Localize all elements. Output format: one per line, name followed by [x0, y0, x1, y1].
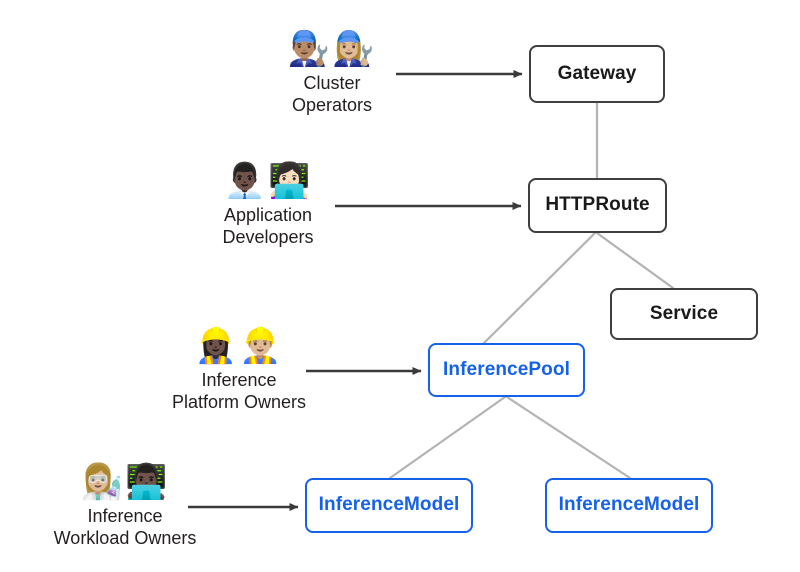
- node-inferencemodel-right-label: InferenceModel: [558, 494, 700, 516]
- node-service-label: Service: [649, 302, 719, 324]
- persona-inference-workload-owners: 👩🏼‍🔬👨🏿‍💻 Inference Workload Owners: [20, 461, 230, 549]
- edge-httproute-inferencepool: [482, 231, 597, 345]
- persona-application-developers-label: Application Developers: [222, 205, 314, 247]
- edge-inferencepool-model-left: [388, 395, 507, 480]
- persona-cluster-operators-label: Cluster Operators: [291, 73, 373, 115]
- node-inferencemodel-left[interactable]: InferenceModel: [305, 478, 473, 533]
- persona-cluster-operators: 👨🏽‍🔧👩🏼‍🔧 Cluster Operators: [227, 28, 437, 116]
- node-gateway[interactable]: Gateway: [529, 45, 665, 103]
- application-developers-emoji-icon: 👨🏿‍💼👩🏻‍💻: [223, 162, 313, 200]
- node-gateway-label: Gateway: [557, 62, 637, 84]
- inference-platform-owners-emoji-icon: 👷🏿‍♀️👷🏼‍♂️: [194, 327, 284, 365]
- persona-inference-platform-owners-label: Inference Platform Owners: [171, 370, 307, 412]
- node-service[interactable]: Service: [610, 288, 758, 340]
- persona-application-developers: 👨🏿‍💼👩🏻‍💻 Application Developers: [163, 160, 373, 248]
- edge-inferencepool-model-right: [505, 395, 632, 480]
- persona-inference-workload-owners-label: Inference Workload Owners: [53, 506, 197, 548]
- edge-httproute-service: [595, 231, 675, 290]
- node-inferencepool-label: InferencePool: [443, 358, 570, 380]
- node-inferencemodel-left-label: InferenceModel: [318, 494, 460, 516]
- node-inferencemodel-right[interactable]: InferenceModel: [545, 478, 713, 533]
- inference-workload-owners-emoji-icon: 👩🏼‍🔬👨🏿‍💻: [80, 463, 170, 501]
- persona-inference-platform-owners: 👷🏿‍♀️👷🏼‍♂️ Inference Platform Owners: [134, 325, 344, 413]
- node-httproute[interactable]: HTTPRoute: [528, 178, 667, 233]
- cluster-operators-emoji-icon: 👨🏽‍🔧👩🏼‍🔧: [287, 30, 377, 68]
- node-inferencepool[interactable]: InferencePool: [428, 343, 585, 397]
- node-httproute-label: HTTPRoute: [545, 194, 650, 216]
